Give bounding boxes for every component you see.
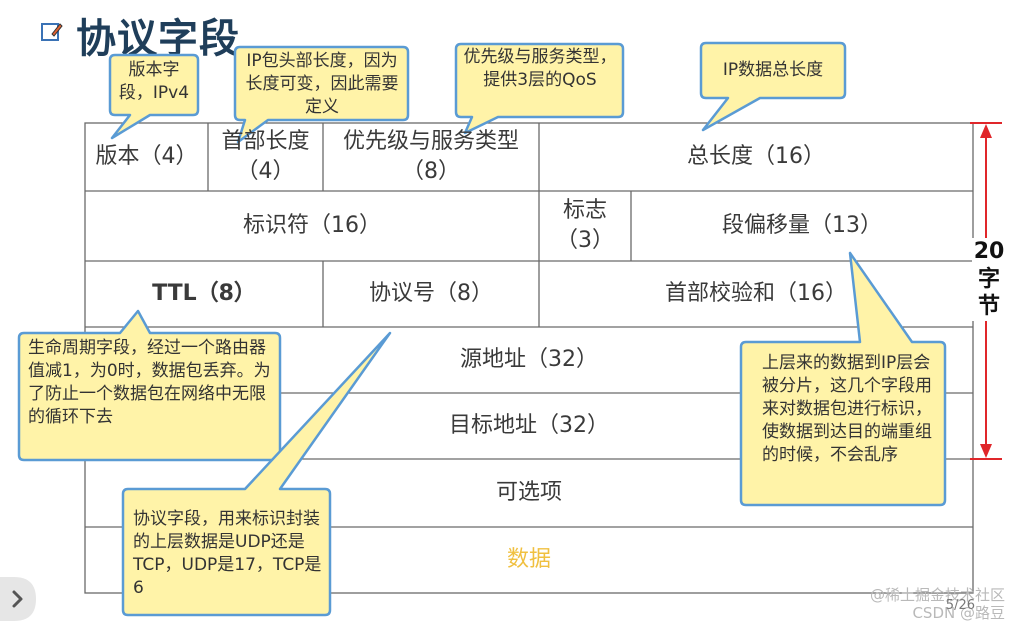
callout-protocol: [121, 331, 392, 617]
field-ttl: TTL（8）: [152, 281, 256, 307]
callout-header-len: [233, 45, 410, 144]
callout-fragment: [739, 251, 947, 507]
callout-total-len: [699, 41, 847, 132]
field-destination-address: 目标地址（32）: [449, 413, 609, 439]
field-tos: 优先级与服务类型（8）: [342, 129, 519, 184]
callout-ttl-text: 生命周期字段，经过一个路由器值减1，为0时，数据包丢弃。为了防止一个数据包在网络…: [28, 338, 271, 427]
callout-fragment-text: 上层来的数据到IP层会被分片，这几个字段用来对数据包进行标识，使数据到达目的端重…: [762, 353, 932, 465]
field-identifier: 标识符（16）: [243, 213, 381, 239]
watermark-csdn: CSDN @路豆: [912, 604, 1005, 622]
field-flags: 标志（3）: [556, 198, 615, 253]
field-header-checksum: 首部校验和（16）: [665, 281, 847, 307]
field-options: 可选项: [495, 480, 562, 506]
page-number: 5/26: [945, 598, 975, 613]
callout-protocol-text: 协议字段，用来标识封装的上层数据是UDP还是TCP，UDP是17，TCP是6: [133, 509, 322, 598]
slide-icon: [41, 23, 63, 41]
watermark-juejin: @稀土掘金技术社区: [869, 586, 1005, 604]
callout-tos: [454, 42, 625, 135]
field-version: 版本（4）: [95, 144, 198, 170]
field-total-length: 总长度（16）: [687, 144, 825, 170]
callout-version-text: 版本字段，IPv4: [118, 60, 190, 103]
field-source-address: 源地址（32）: [460, 347, 598, 373]
field-fragment-offset: 段偏移量（13）: [722, 213, 882, 239]
next-slide-button[interactable]: [0, 577, 36, 621]
chevron-right-icon: [12, 590, 23, 608]
field-protocol: 协议号（8）: [369, 281, 493, 307]
field-data: 数据: [506, 547, 551, 573]
callout-tos-text: 优先级与服务类型，提供3层的QoS: [463, 47, 617, 90]
callout-total-len-text: IP数据总长度: [722, 60, 824, 80]
field-header-length: 首部长度（4）: [221, 129, 310, 184]
callout-version: [108, 53, 200, 140]
callout-header-len-text: IP包头部长度，因为长度可变，因此需要定义: [245, 51, 399, 117]
